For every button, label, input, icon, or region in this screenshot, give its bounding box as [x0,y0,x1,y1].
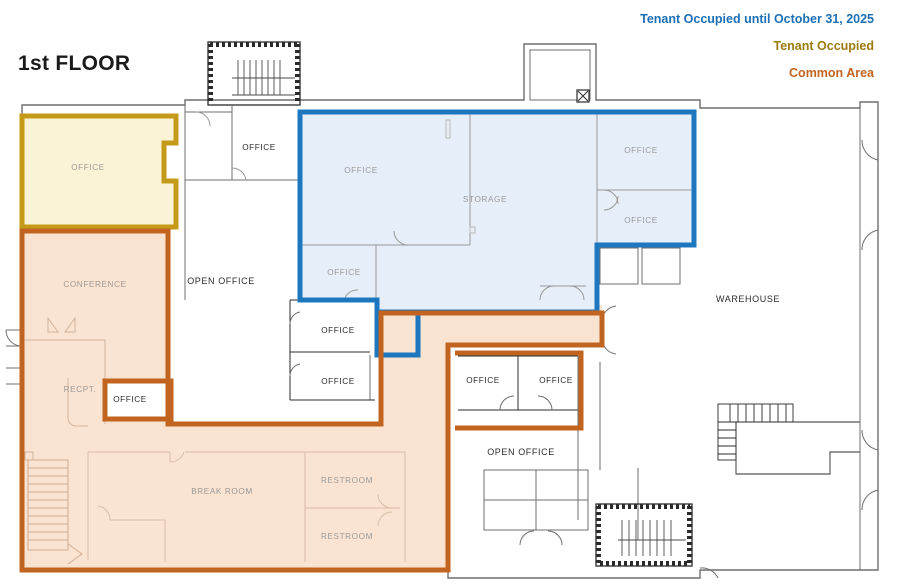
outline-common-area[interactable] [19,228,605,573]
label-blue-office-main: OFFICE [344,166,378,175]
door-office-top [231,167,247,181]
label-blue-office-e: OFFICE [624,216,658,225]
outline-common-cutout-office[interactable] [102,378,174,422]
label-blue-storage: STORAGE [463,195,507,204]
door-right-2 [861,229,879,251]
stairwell-bottom-treads [618,520,686,556]
legend: Tenant Occupied until October 31, 2025 T… [640,6,874,87]
legend-item-tenant-until: Tenant Occupied until October 31, 2025 [640,12,874,26]
area-outlines [19,109,697,573]
door-open-office-lower [519,530,563,546]
label-recpt: RECPT. [64,385,97,394]
label-open-office-lower: OPEN OFFICE [487,447,555,457]
door-office-mid-upper [289,311,301,325]
label-warehouse: WAREHOUSE [716,294,780,304]
door-office-center-right [537,395,553,411]
stairwell-bottom-hatch [596,504,692,566]
legend-item-tenant: Tenant Occupied [773,39,874,53]
stairs-warehouse [717,403,861,475]
stairs-bottom-left [27,459,83,565]
door-left-exterior [5,329,22,347]
label-conference: CONFERENCE [63,280,126,289]
stairwell-top-hatch [208,42,300,104]
blue-vent-marks [445,119,476,234]
door-blue-office [393,230,409,246]
outline-tenant-occupied[interactable] [19,113,179,230]
label-office-mid-upper: OFFICE [321,326,355,335]
area-fills [22,112,694,570]
outline-common-cutout-center[interactable] [455,350,584,431]
label-restroom-upper: RESTROOM [321,476,373,485]
door-right-1 [861,139,879,161]
label-open-office-upper: OPEN OFFICE [187,276,255,286]
label-office-top-left: OFFICE [242,143,276,152]
door-bottom-right [699,567,719,579]
label-blue-office-ne: OFFICE [624,146,658,155]
label-gold-office: OFFICE [71,163,105,172]
label-restroom-lower: RESTROOM [321,532,373,541]
legend-item-common-area: Common Area [789,66,874,80]
door-blue-ne [603,189,619,205]
door-office-mid-lower [289,363,301,377]
room-top-center [529,49,591,101]
page-title: 1st FLOOR [18,52,131,75]
label-blue-office-sw: OFFICE [327,268,361,277]
door-right-3 [861,429,879,451]
label-office-recpt: OFFICE [113,395,147,404]
area-fill-tenant-occupied [22,116,176,227]
label-break-room: BREAK ROOM [191,487,253,496]
stairwell-top-treads [232,60,295,96]
door-upper-left [195,111,211,127]
door-left-exterior2 [6,367,22,385]
door-blue-e [603,195,619,211]
room-labels: OFFICE OFFICE STORAGE OFFICE OFFICE OFFI… [63,143,780,541]
white-cutouts [105,356,578,428]
cutout-office-recpt [105,381,171,419]
stairwell-top [207,41,301,106]
label-office-center-right: OFFICE [539,376,573,385]
area-fill-tenant-until [300,112,694,312]
interior-walls [5,41,879,579]
label-office-center-left: OFFICE [466,376,500,385]
door-right-4 [861,489,879,511]
stairwell-bottom [595,503,693,567]
door-office-center-left [499,395,515,411]
label-office-mid-lower: OFFICE [321,377,355,386]
x-mark-icon [577,90,589,102]
